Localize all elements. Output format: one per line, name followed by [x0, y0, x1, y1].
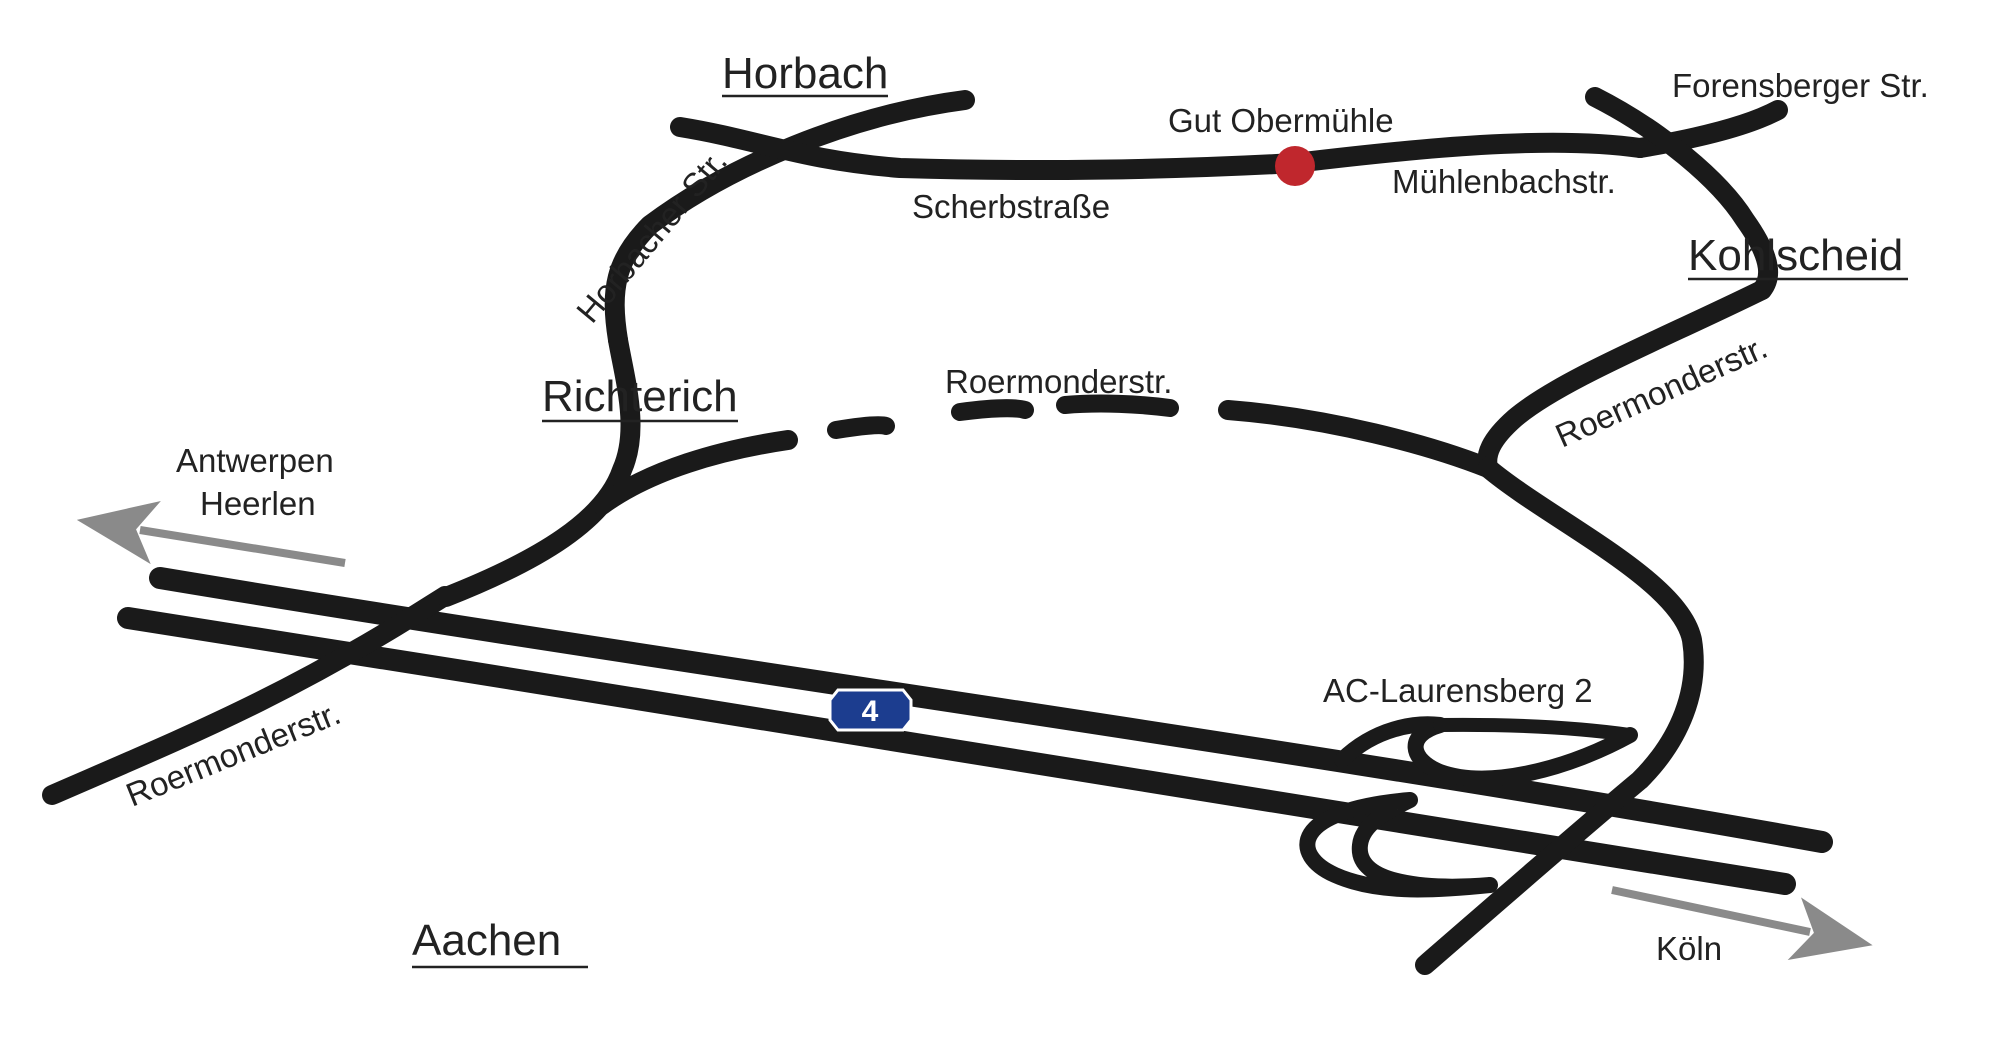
street-label-roermonderstr-center: Roermonderstr. — [945, 363, 1172, 400]
street-label-muehlenbachstr: Mühlenbachstr. — [1392, 163, 1616, 200]
road-roermonderstr-southwest — [42, 586, 455, 805]
road-interchange-loop-south — [1299, 792, 1498, 898]
motorway-number: 4 — [862, 695, 879, 728]
road-roermonderstr-center-segment-2 — [951, 399, 1034, 421]
road-junction-south — [1415, 458, 1704, 975]
street-label-horbacher-str: Horbacher Str. — [569, 143, 734, 330]
road-interchange-loop-north — [1334, 716, 1638, 787]
road-roermonderstr-center-segment-1 — [827, 416, 895, 439]
road-scherbstrasse — [670, 117, 1305, 181]
place-label-aachen: Aachen — [412, 916, 561, 965]
arrow-west — [76, 500, 346, 567]
place-label-richterich: Richterich — [542, 372, 738, 421]
destination-label-antwerpen: Antwerpen — [176, 442, 334, 479]
street-label-forensberger-str: Forensberger Str. — [1672, 67, 1929, 104]
place-label-kohlscheid: Kohlscheid — [1688, 231, 1903, 280]
arrow-east — [1611, 886, 1873, 960]
road-roermonderstr-northeast — [1477, 280, 1772, 478]
street-label-scherbstrasse: Scherbstraße — [912, 188, 1110, 225]
road-interchange-ramp — [1433, 717, 1637, 742]
road-kohlscheid-north — [1585, 87, 1779, 300]
interchange-label: AC-Laurensberg 2 — [1323, 672, 1593, 709]
road-horbacher-str — [604, 90, 975, 350]
poi-marker[interactable] — [1275, 146, 1315, 186]
motorway-shield: 4 — [828, 688, 913, 732]
road-roermonderstr-center-segment-3 — [1056, 394, 1179, 417]
destination-label-koeln: Köln — [1656, 930, 1722, 967]
motorway-a4-south-carriageway — [117, 607, 1796, 895]
road-richterich-branch — [592, 430, 798, 515]
destination-label-heerlen: Heerlen — [200, 485, 316, 522]
place-label-horbach: Horbach — [722, 49, 888, 98]
poi-label: Gut Obermühle — [1168, 102, 1394, 139]
road-richterich-connector — [436, 330, 641, 607]
road-roermonderstr-center-segment-4 — [1218, 400, 1498, 478]
road-muehlenbachstr — [1285, 132, 1650, 173]
